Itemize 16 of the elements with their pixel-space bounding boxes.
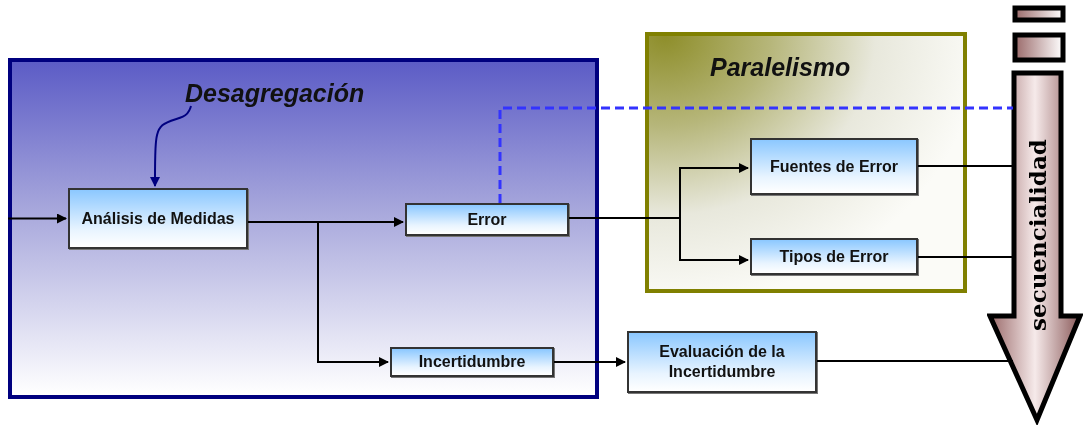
dashed-connector (498, 106, 1013, 203)
arrow (247, 221, 389, 367)
process-box: Fuentes de Error (750, 138, 918, 195)
sequence-label: secuencialidad (1024, 138, 1052, 333)
group-panel (8, 58, 599, 399)
group-panel (645, 32, 967, 293)
process-box: Error (405, 203, 569, 236)
arrow (150, 105, 192, 187)
process-box: Evaluación de la Incertidumbre (627, 331, 817, 393)
arrow (553, 357, 626, 367)
process-box: Tipos de Error (750, 238, 918, 275)
panel-title: Desagregación (185, 79, 365, 108)
arrow (7, 213, 67, 224)
panel-title: Paralelismo (710, 53, 851, 82)
process-box: Análisis de Medidas (68, 188, 248, 249)
process-box: Incertidumbre (390, 347, 554, 377)
